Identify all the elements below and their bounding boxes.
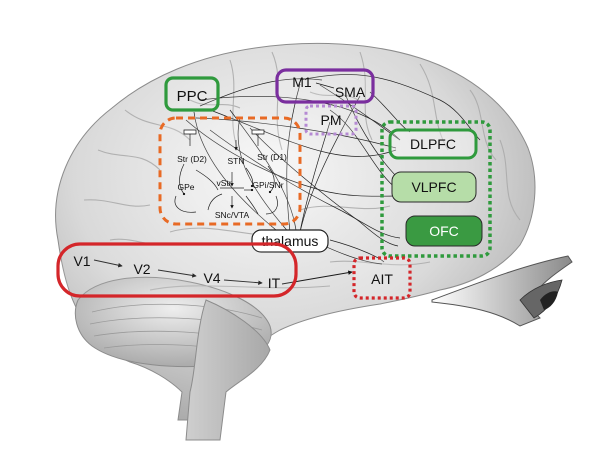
eye-icon bbox=[431, 255, 573, 327]
gpe-label: GPe bbox=[177, 182, 194, 192]
snc-vta-label: SNc/VTA bbox=[215, 210, 250, 220]
v2-label: V2 bbox=[133, 261, 150, 277]
ait-label: AIT bbox=[371, 271, 393, 287]
pm-label: PM bbox=[321, 112, 342, 128]
str-d1-label: Str (D1) bbox=[257, 152, 287, 162]
v4-label: V4 bbox=[203, 270, 220, 286]
region-pm: PM bbox=[304, 104, 358, 136]
v1-label: V1 bbox=[73, 253, 90, 269]
stn-label: STN bbox=[228, 156, 245, 166]
region-ventral-stream: V1 V2 V4 IT bbox=[56, 242, 298, 298]
str-d2-label: Str (D2) bbox=[177, 154, 207, 164]
region-ppc: PPC bbox=[164, 76, 220, 112]
brainstem bbox=[185, 299, 271, 441]
dlpfc-label: DLPFC bbox=[410, 136, 456, 152]
it-label: IT bbox=[268, 275, 281, 291]
ppc-label: PPC bbox=[177, 88, 208, 105]
region-m1-sma: M1 SMA bbox=[275, 68, 375, 104]
region-ait: AIT bbox=[352, 256, 412, 300]
region-prefrontal-group: DLPFC VLPFC OFC bbox=[380, 120, 492, 258]
gpi-snr-label: GPi/SNr bbox=[252, 180, 283, 190]
vstr-label: vStr bbox=[216, 178, 231, 188]
ofc-label: OFC bbox=[429, 223, 459, 239]
m1-label: M1 bbox=[292, 74, 312, 90]
vlpfc-label: VLPFC bbox=[411, 179, 456, 195]
sma-label: SMA bbox=[335, 84, 366, 100]
cortical-connections bbox=[185, 74, 481, 265]
region-basal-ganglia: Str (D2) Str (D1) STN GPe vStr GPi/SNr S… bbox=[158, 116, 302, 226]
